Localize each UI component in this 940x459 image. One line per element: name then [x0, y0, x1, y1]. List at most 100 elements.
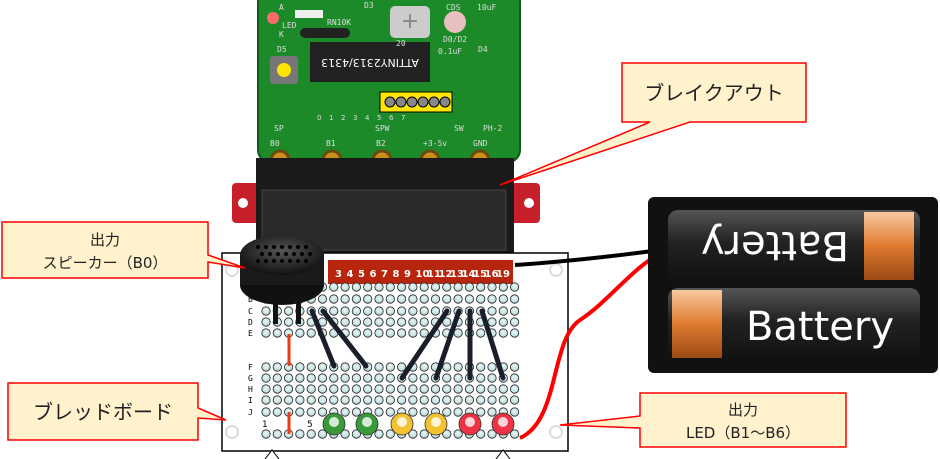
breadboard-hole: [317, 407, 328, 417]
breadboard-hole: [442, 429, 452, 439]
breadboard-hole: [408, 373, 418, 383]
breadboard-hole: [295, 328, 305, 338]
breadboard-hole: [363, 306, 373, 316]
breadboard-hole: [442, 362, 452, 372]
breadboard-hole: [374, 306, 384, 316]
resistor: [295, 10, 323, 18]
breadboard-hole: [295, 407, 305, 417]
callout-speaker-line2: スピーカー（B0）: [43, 254, 168, 272]
breadboard-hole: [340, 362, 350, 372]
breadboard-hole: [351, 317, 361, 327]
breadboard-hole: [476, 429, 486, 439]
breadboard-hole: [509, 306, 520, 316]
breadboard-hole: [351, 328, 361, 338]
header-pin-number: 8: [393, 269, 400, 280]
column-marker-1: 1: [262, 420, 268, 430]
breadboard-hole: [340, 373, 350, 383]
silk-10uf: 10uF: [477, 3, 496, 12]
breadboard-hole: [453, 282, 463, 292]
silk-d0d2: D0/D2: [443, 35, 467, 44]
battery-top: [668, 210, 920, 282]
breadboard-hole: [419, 429, 429, 439]
pcb-pin-number: 5: [377, 114, 381, 122]
breadboard-hole: [385, 407, 395, 417]
breadboard-hole: [419, 373, 429, 383]
breadboard-hole: [453, 429, 463, 439]
breadboard-hole: [487, 429, 497, 439]
breadboard-hole: [498, 395, 508, 405]
row-label: C: [248, 307, 253, 316]
breadboard-hole: [329, 384, 339, 394]
breadboard-hole: [396, 317, 407, 327]
row-label: B: [248, 295, 253, 304]
breadboard-hole: [306, 395, 316, 405]
row-label: F: [248, 363, 253, 372]
breadboard-hole: [283, 317, 294, 327]
breadboard-hole: [261, 384, 271, 394]
breadboard-hole: [283, 306, 294, 316]
breadboard-hole: [317, 373, 328, 383]
silk-d4: D4: [478, 45, 488, 54]
breadboard-hole: [329, 294, 339, 304]
breadboard-hole: [306, 373, 316, 383]
silk-b1: B1: [326, 139, 336, 148]
breadboard-hole: [509, 294, 520, 304]
breadboard-hole: [295, 362, 305, 372]
breadboard-hole: [306, 328, 316, 338]
breadboard-hole: [476, 373, 486, 383]
silk-b2: B2: [376, 139, 386, 148]
breadboard-hole: [340, 429, 350, 439]
breadboard-hole: [408, 429, 418, 439]
breadboard-hole: [261, 407, 271, 417]
breakout-header-strip: [328, 260, 513, 284]
breadboard-hole: [385, 362, 395, 372]
breadboard-hole: [306, 362, 316, 372]
breadboard-hole: [453, 362, 463, 372]
breadboard-hole: [385, 429, 395, 439]
row-label: G: [248, 374, 253, 383]
breadboard-hole: [374, 429, 384, 439]
header-pin-number: 4: [347, 269, 354, 280]
breadboard-hole: [363, 328, 373, 338]
callout-breakout: ブレイクアウト: [499, 62, 807, 186]
breadboard-hole: [295, 395, 305, 405]
breadboard-hole: [464, 282, 474, 292]
pcb-pin-number: 7: [401, 114, 405, 122]
header-pin-number: 7: [381, 269, 388, 280]
breadboard-hole: [408, 282, 418, 292]
potentiometer: [390, 6, 430, 38]
breadboard-hole: [408, 317, 418, 327]
breadboard-hole: [498, 317, 508, 327]
breadboard-hole: [329, 395, 339, 405]
header-pin-number: 19: [496, 269, 510, 280]
breadboard-hole: [374, 384, 384, 394]
chip-label: ATTINY2313/4313: [321, 56, 419, 69]
breadboard-hole: [340, 306, 350, 316]
breadboard-hole: [509, 407, 520, 417]
cds-sensor: [444, 11, 466, 33]
silk-spw: SPW: [375, 124, 390, 133]
silk-rn10k: RN10K: [327, 18, 351, 27]
breadboard-hole: [476, 395, 486, 405]
breadboard-hole: [261, 429, 271, 439]
breadboard-hole: [487, 317, 497, 327]
breadboard-hole: [509, 282, 520, 292]
callout-speaker: 出力 スピーカー（B0）: [1, 221, 246, 279]
breadboard-hole: [509, 429, 520, 439]
silk-01uf: 0.1uF: [438, 47, 462, 56]
breadboard-hole: [419, 384, 429, 394]
breadboard-hole: [430, 294, 441, 304]
breadboard-hole: [261, 328, 271, 338]
silk-d3: D3: [364, 1, 374, 10]
breadboard-hole: [419, 328, 429, 338]
breadboard-hole: [261, 317, 271, 327]
breadboard-hole: [430, 395, 441, 405]
breadboard-hole: [306, 407, 316, 417]
breadboard-hole: [295, 373, 305, 383]
breadboard-hole: [374, 294, 384, 304]
breadboard-hole: [261, 362, 271, 372]
breadboard-hole: [509, 395, 520, 405]
pcb-pin-number: 0: [317, 114, 321, 122]
breadboard-hole: [442, 384, 452, 394]
breadboard-hole: [476, 282, 486, 292]
